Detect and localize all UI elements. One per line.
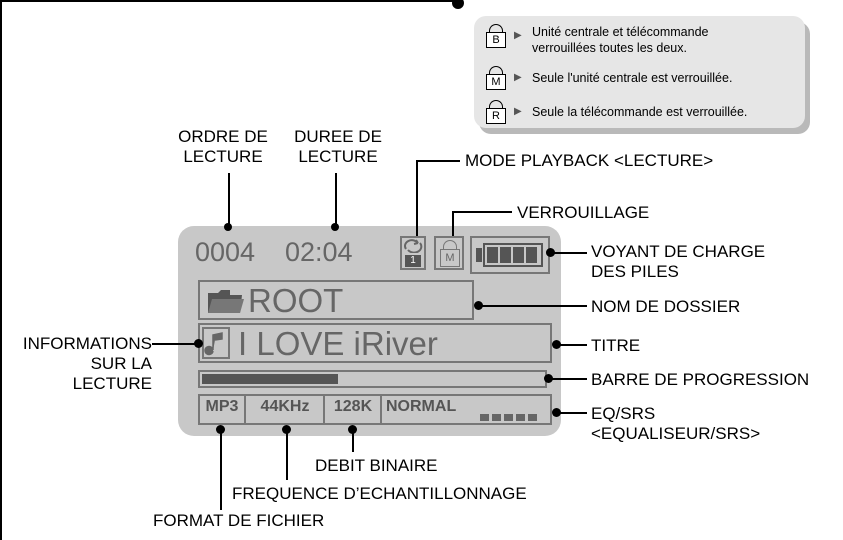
folder-row: ROOT — [198, 280, 474, 320]
folder-icon — [208, 290, 244, 313]
folder-name: ROOT — [248, 282, 344, 319]
label-mode-playback: MODE PLAYBACK <LECTURE> — [465, 151, 714, 170]
lock-r-icon: R — [486, 100, 506, 124]
legend-r-text: Seule la télécommande est verrouillée. — [532, 105, 748, 119]
legend-b-text: Unité centrale et télécommande verrouill… — [532, 25, 709, 55]
music-note-icon — [202, 327, 230, 359]
lock-status-icon: M — [434, 236, 464, 270]
label-eq-srs: EQ/SRS<EQUALISEUR/SRS> — [591, 404, 761, 443]
label-format-fichier: FORMAT DE FICHIER — [153, 511, 325, 530]
frame-top-line — [0, 0, 458, 2]
sample-rate-value: 44KHz — [260, 398, 310, 415]
repeat-badge: 1 — [405, 255, 421, 267]
label-frequence: FREQUENCE D’ECHANTILLONNAGE — [232, 484, 527, 503]
info-row: MP3 44KHz 128K NORMAL — [198, 394, 552, 425]
label-debit-binaire: DEBIT BINAIRE — [315, 456, 438, 475]
play-time: 02:04 — [285, 237, 353, 267]
bitrate-value: 128K — [333, 398, 373, 415]
frame-left-line — [0, 0, 2, 540]
legend-m-text: Seule l'unité centrale est verrouillée. — [532, 71, 733, 85]
lock-b-icon: B — [486, 24, 506, 48]
repeat-mode-icon: 1 — [400, 236, 426, 270]
frame-corner-dot — [452, 0, 464, 9]
label-informations: INFORMATIONS SUR LA LECTURE — [22, 334, 152, 393]
track-number: 0004 — [195, 237, 256, 267]
label-verrouillage: VERROUILLAGE — [517, 203, 650, 222]
track-title: I LOVE iRiver — [238, 325, 438, 362]
progress-fill — [202, 374, 338, 384]
eq-value: NORMAL — [386, 398, 457, 415]
arrow-right-icon: ▶ — [514, 106, 522, 117]
label-nom-dossier: NOM DE DOSSIER — [591, 297, 741, 316]
arrow-right-icon: ▶ — [514, 72, 522, 83]
eq-level-icon — [480, 408, 537, 426]
label-barre-progression: BARRE DE PROGRESSION — [591, 370, 810, 389]
format-value: MP3 — [205, 398, 239, 415]
lock-m-icon: M — [486, 66, 506, 90]
lock-legend-box: B ▶ Unité centrale et télécommande verro… — [474, 16, 805, 128]
progress-bar — [198, 370, 547, 388]
battery-icon — [470, 236, 550, 274]
arrow-right-icon: ▶ — [514, 30, 522, 41]
label-titre: TITRE — [591, 336, 641, 355]
title-row: I LOVE iRiver — [198, 323, 552, 363]
